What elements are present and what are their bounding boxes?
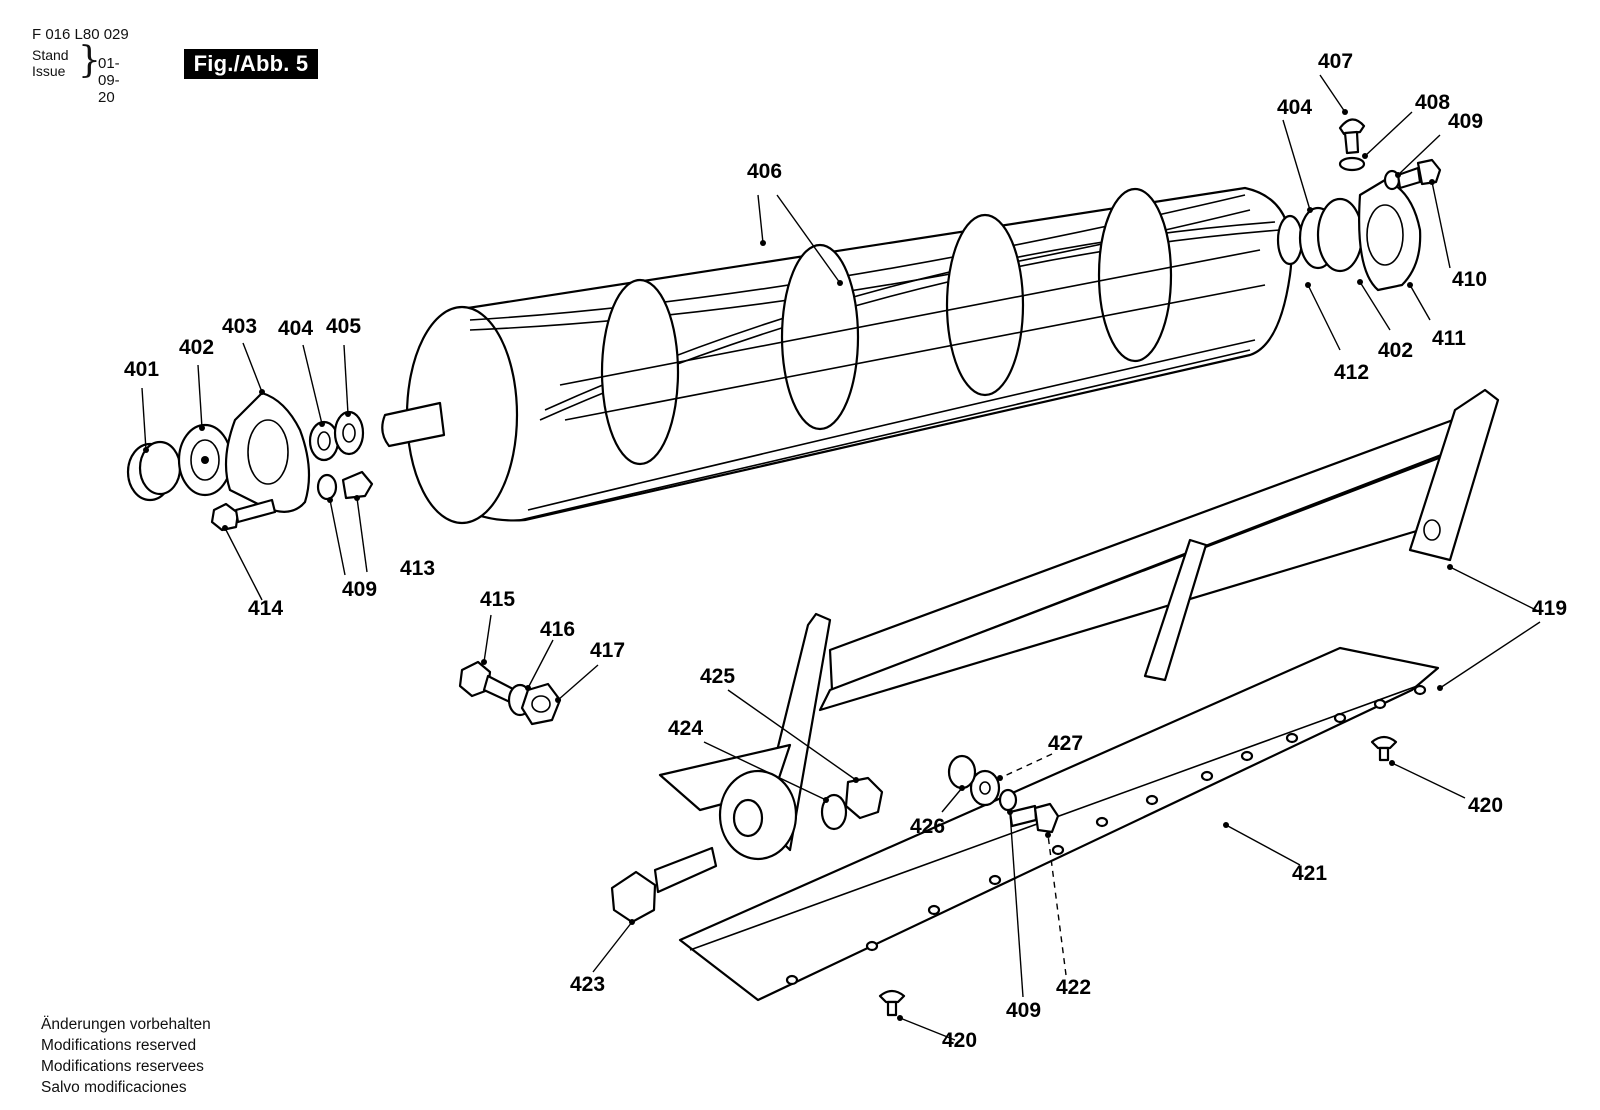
- callout-426: 426: [910, 815, 945, 838]
- callout-427: 427: [1048, 732, 1083, 755]
- callout-425: 425: [700, 665, 735, 688]
- bolt-nut-set-drawing: [458, 660, 562, 726]
- callout-402: 402: [179, 336, 214, 359]
- right-bearing-assembly-drawing: [1276, 118, 1442, 292]
- issue-label: Issue: [32, 63, 66, 79]
- callout-416: 416: [540, 618, 575, 641]
- brace-glyph: }: [78, 40, 101, 81]
- document-header: F 016 L80 029 Stand Issue } 01-09-20: [32, 26, 129, 107]
- callout-405: 405: [326, 315, 361, 338]
- callout-419: 419: [1532, 597, 1567, 620]
- callout-420: 420: [1468, 794, 1503, 817]
- callout-414: 414: [248, 597, 283, 620]
- note-line-de: Änderungen vorbehalten: [41, 1016, 211, 1033]
- bottom-blade-assembly-drawing: [610, 388, 1500, 1017]
- callout-407: 407: [1318, 50, 1353, 73]
- stand-issue-block: Stand Issue } 01-09-20: [32, 41, 129, 107]
- callout-411: 411: [1432, 327, 1466, 350]
- cutting-cylinder-drawing: [381, 186, 1293, 525]
- callout-417: 417: [590, 639, 625, 662]
- callout-423: 423: [570, 973, 605, 996]
- callout-421: 421: [1292, 862, 1327, 885]
- stand-label: Stand: [32, 47, 69, 63]
- note-line-en: Modifications reserved: [41, 1037, 197, 1054]
- callout-422: 422: [1056, 976, 1091, 999]
- stand-issue-labels: Stand Issue: [32, 47, 69, 79]
- callout-403: 403: [222, 315, 257, 338]
- callout-412: 412: [1334, 361, 1369, 384]
- callout-labels: 401 402 403 404 405 406 409 413 414 407 …: [124, 50, 1567, 1052]
- note-line-fr: Modifications reservees: [41, 1058, 204, 1075]
- callout-404: 404: [278, 317, 313, 340]
- footer-notes: Änderungen vorbehalten Modifications res…: [41, 1014, 211, 1098]
- callout-415: 415: [480, 588, 515, 611]
- callout-402: 402: [1378, 339, 1413, 362]
- figure-tag: Fig./Abb. 5: [184, 49, 318, 79]
- callout-424: 424: [668, 717, 703, 740]
- left-bearing-assembly-drawing: [126, 391, 374, 532]
- callout-413: 413: [400, 557, 435, 580]
- callout-404: 404: [1277, 96, 1312, 119]
- callout-410: 410: [1452, 268, 1487, 291]
- callout-401: 401: [124, 358, 159, 381]
- callout-406: 406: [747, 160, 782, 183]
- note-line-es: Salvo modificaciones: [41, 1079, 187, 1096]
- callout-409: 409: [1448, 110, 1483, 133]
- callout-409: 409: [1006, 999, 1041, 1022]
- callout-408: 408: [1415, 91, 1450, 114]
- issue-date: 01-09-20: [98, 55, 120, 106]
- callout-420: 420: [942, 1029, 977, 1052]
- callout-409: 409: [342, 578, 377, 601]
- leader-lines: [141, 74, 1541, 1041]
- document-code: F 016 L80 029: [32, 26, 129, 43]
